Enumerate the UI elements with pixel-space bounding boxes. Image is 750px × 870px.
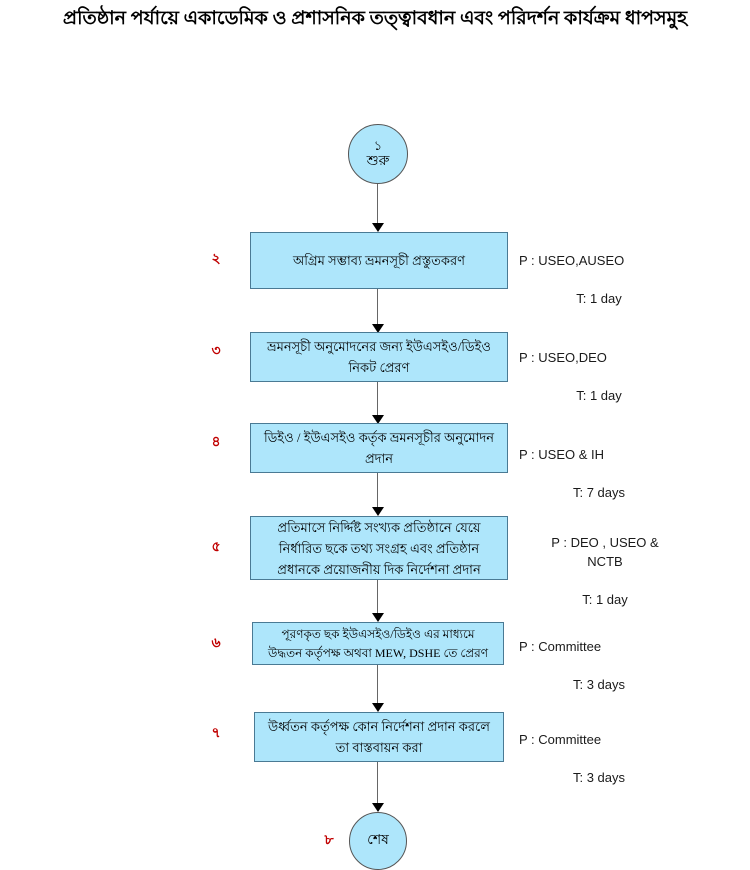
side-note-6-person: P : Committee <box>519 639 602 654</box>
arrow-head-icon <box>372 703 384 712</box>
process-node-5[interactable]: প্রতিমাসে নির্দ্দিষ্ট সংখ্যক প্রতিষ্ঠানে… <box>250 516 508 580</box>
side-note-3-person: P : USEO,DEO <box>519 350 607 365</box>
end-node[interactable]: শেষ <box>349 812 407 870</box>
arrow-head-icon <box>372 803 384 812</box>
connector-line <box>377 184 378 223</box>
arrow-head-icon <box>372 507 384 516</box>
connector-step2-to-step3 <box>371 289 385 333</box>
step-number-6: ৬ <box>211 636 221 651</box>
connector-line <box>377 473 378 507</box>
side-note-6-time: T: 3 days <box>572 677 626 692</box>
side-note-5: P : DEO , USEO & NCTB T: 1 day <box>519 514 691 628</box>
connector-step3-to-step4 <box>371 382 385 424</box>
side-note-5-time: T: 1 day <box>582 592 628 607</box>
step-number-2: ২ <box>211 252 221 267</box>
side-note-2-time: T: 1 day <box>576 291 622 306</box>
arrow-head-icon <box>372 324 384 333</box>
connector-line <box>377 762 378 803</box>
connector-start-to-step2 <box>371 184 385 232</box>
side-note-7-person: P : Committee <box>519 732 602 747</box>
step-number-8: ৮ <box>324 833 334 848</box>
connector-line <box>377 665 378 703</box>
process-node-2[interactable]: অগ্রিম সম্ভাব্য ভ্রমনসূচী প্রস্তুতকরণ <box>250 232 508 289</box>
process-node-3-text: ভ্রমনসূচী অনুমোদনের জন্য ইউএসইও/ডিইও নিক… <box>267 339 491 375</box>
process-node-7-text: উর্ধ্বতন কর্তৃপক্ষ কোন নির্দেশনা প্রদান … <box>268 719 490 755</box>
side-note-4-time: T: 7 days <box>572 485 626 500</box>
process-node-5-text: প্রতিমাসে নির্দ্দিষ্ট সংখ্যক প্রতিষ্ঠানে… <box>277 519 481 577</box>
step-number-5: ৫ <box>211 540 221 555</box>
side-note-2-person: P : USEO,AUSEO <box>519 253 625 268</box>
arrow-head-icon <box>372 223 384 232</box>
process-node-3[interactable]: ভ্রমনসূচী অনুমোদনের জন্য ইউএসইও/ডিইও নিক… <box>250 332 508 382</box>
process-node-6-text: পূরণকৃত ছক ইউএসইও/ডিইও এর মাধ্যমে উদ্ধতন… <box>267 626 489 660</box>
connector-step6-to-step7 <box>371 665 385 712</box>
connector-line <box>377 580 378 613</box>
side-note-6: P : Committee T: 3 days <box>519 618 679 713</box>
process-node-2-text: অগ্রিম সম্ভাব্য ভ্রমনসূচী প্রস্তুতকরণ <box>292 253 466 268</box>
connector-step4-to-step5 <box>371 473 385 516</box>
connector-step7-to-end <box>371 762 385 812</box>
side-note-7: P : Committee T: 3 days <box>519 711 679 806</box>
start-node-label: শুরু <box>366 153 390 169</box>
end-node-label: শেষ <box>367 833 389 848</box>
start-node-number: ১ <box>373 137 383 153</box>
step-number-4: ৪ <box>211 435 221 450</box>
process-node-6[interactable]: পূরণকৃত ছক ইউএসইও/ডিইও এর মাধ্যমে উদ্ধতন… <box>252 622 504 665</box>
side-note-7-time: T: 3 days <box>572 770 626 785</box>
side-note-3-time: T: 1 day <box>576 388 622 403</box>
side-note-4: P : USEO & IH T: 7 days <box>519 426 679 521</box>
arrow-head-icon <box>372 415 384 424</box>
side-note-4-person: P : USEO & IH <box>519 447 605 462</box>
process-node-4[interactable]: ডিইও / ইউএসইও কর্তৃক ভ্রমনসূচীর অনুমোদন … <box>250 423 508 473</box>
side-note-3: P : USEO,DEO T: 1 day <box>519 329 679 424</box>
start-node[interactable]: ১ শুরু <box>348 124 408 184</box>
step-number-7: ৭ <box>211 726 221 741</box>
side-note-5-person: P : DEO , USEO & NCTB <box>551 535 659 569</box>
arrow-head-icon <box>372 613 384 622</box>
step-number-3: ৩ <box>211 344 221 359</box>
side-note-2: P : USEO,AUSEO T: 1 day <box>519 232 679 327</box>
page-title: প্রতিষ্ঠান পর্যায়ে একাডেমিক ও প্রশাসনিক… <box>62 8 688 29</box>
process-node-4-text: ডিইও / ইউএসইও কর্তৃক ভ্রমনসূচীর অনুমোদন … <box>264 430 494 466</box>
connector-line <box>377 289 378 324</box>
connector-line <box>377 382 378 415</box>
process-node-7[interactable]: উর্ধ্বতন কর্তৃপক্ষ কোন নির্দেশনা প্রদান … <box>254 712 504 762</box>
connector-step5-to-step6 <box>371 580 385 622</box>
